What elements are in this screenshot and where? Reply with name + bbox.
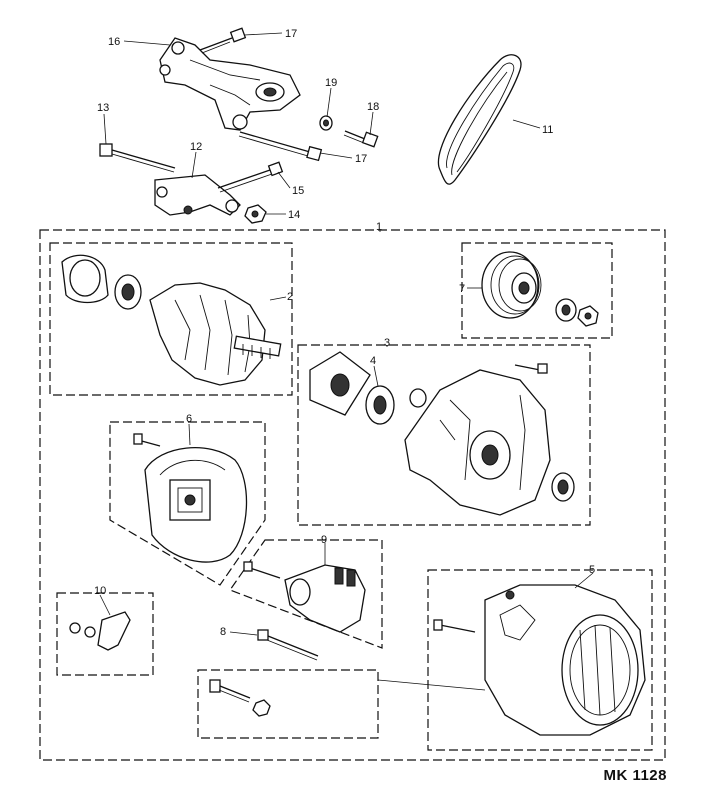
drive-end-housing <box>309 351 575 516</box>
bolt-15 <box>217 161 284 193</box>
rectifier-stator-assembly <box>433 584 646 736</box>
group-box-housing-3 <box>297 344 591 526</box>
group-box-clip-10 <box>56 592 154 676</box>
bolt-18 <box>343 130 379 148</box>
adjuster-link-12 <box>154 174 241 216</box>
group-box-bracket-6 <box>109 421 266 586</box>
callout-4: 4 <box>370 355 376 367</box>
drive-belt-11 <box>437 54 522 185</box>
clip-parts <box>69 611 131 651</box>
callout-6: 6 <box>186 413 192 425</box>
bolt-17-top <box>199 27 247 54</box>
callout-12: 12 <box>190 141 202 153</box>
callout-17-lower: 17 <box>355 153 367 165</box>
callout-16: 16 <box>108 36 120 48</box>
callout-18: 18 <box>367 101 379 113</box>
group-box-pulley-7 <box>461 242 613 339</box>
callout-labels: 16 17 19 18 17 13 12 15 14 11 1 2 3 4 7 … <box>94 28 595 638</box>
long-bolt-13 <box>99 143 176 173</box>
group-box-regulator-9 <box>229 539 383 649</box>
assembly-boundary-1 <box>39 229 666 761</box>
nut-14 <box>244 204 267 224</box>
washer-19 <box>319 115 333 131</box>
leader-stud-to-rectifier <box>377 679 486 691</box>
through-bolt-8 <box>257 629 319 661</box>
callout-19: 19 <box>325 77 337 89</box>
rotor-assembly <box>61 254 282 386</box>
callout-7: 7 <box>459 283 465 295</box>
stud-and-nut <box>209 679 271 717</box>
group-box-rotor-2 <box>49 242 293 396</box>
group-box-rectifier-5 <box>427 569 653 751</box>
callout-1: 1 <box>376 221 382 233</box>
callout-14: 14 <box>288 209 300 221</box>
callout-3: 3 <box>384 337 390 349</box>
bolt-17-lower <box>238 131 323 162</box>
callout-15: 15 <box>292 185 304 197</box>
regulator-brush-holder <box>243 561 366 633</box>
callout-2: 2 <box>287 291 293 303</box>
pulley-assembly <box>481 251 599 327</box>
callout-9: 9 <box>321 534 327 546</box>
leader-lines <box>99 32 594 636</box>
callout-8: 8 <box>220 626 226 638</box>
callout-11: 11 <box>542 124 553 136</box>
slip-ring-end-bracket <box>133 433 248 563</box>
group-box-stud <box>197 669 379 739</box>
callout-17-top: 17 <box>285 28 297 40</box>
drawing-reference: MK 1128 <box>603 767 667 784</box>
callout-10: 10 <box>94 585 106 597</box>
callout-5: 5 <box>589 564 595 576</box>
callout-13: 13 <box>97 102 109 114</box>
mounting-bracket-16 <box>159 37 301 131</box>
